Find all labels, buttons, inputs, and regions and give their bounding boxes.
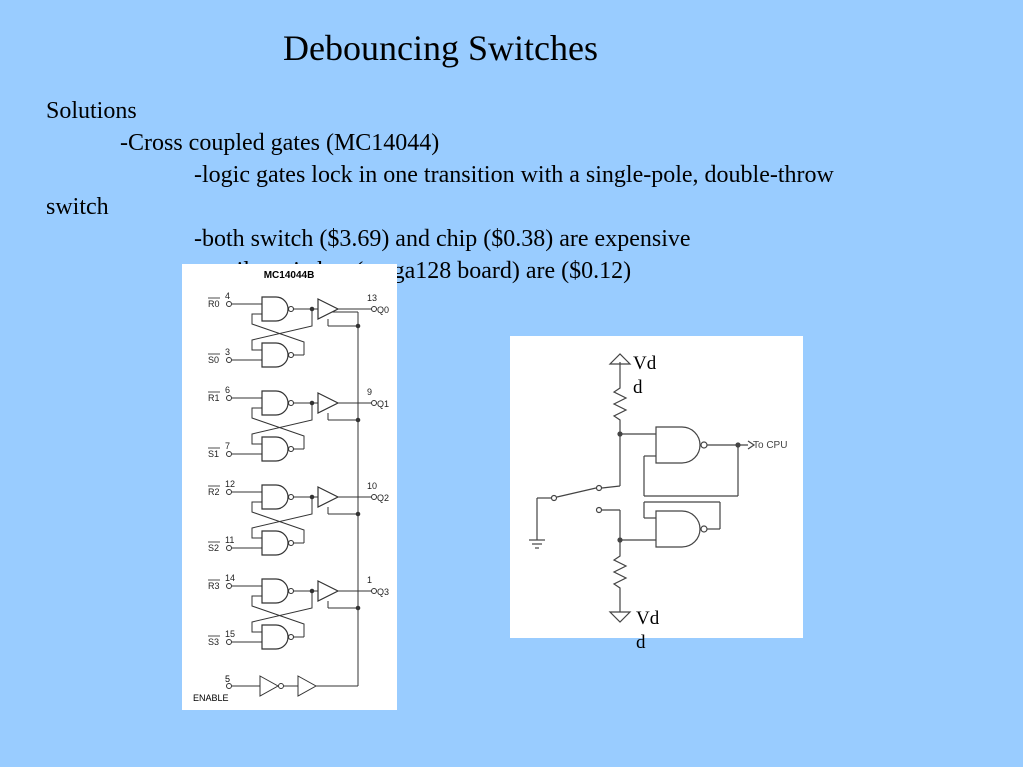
label-s0: S0 <box>208 355 219 365</box>
pin-s2 <box>226 545 232 551</box>
pin-r0 <box>226 301 232 307</box>
pin-number-15: 15 <box>225 629 235 639</box>
vdd-bottom-symbol <box>608 611 632 623</box>
pin-number-10: 10 <box>367 481 377 491</box>
nand-gate-s0 <box>261 342 295 368</box>
pin-number-7: 7 <box>225 441 230 451</box>
enable-pin-number: 5 <box>225 674 230 684</box>
label-s3: S3 <box>208 637 219 647</box>
pin-r2 <box>226 489 232 495</box>
pin-number-9: 9 <box>367 387 372 397</box>
pin-r3 <box>226 583 232 589</box>
bullet-logic-gates: -logic gates lock in one transition with… <box>194 162 834 188</box>
nand-gate-s1 <box>261 436 295 462</box>
nand-gate-top <box>655 426 701 464</box>
bullet-logic-gates-wrap: switch <box>46 194 109 220</box>
pin-s0 <box>226 357 232 363</box>
vdd-label-bottom: Vdd <box>636 608 660 653</box>
label-r3: R3 <box>208 581 220 591</box>
vdd-label-top: Vdd <box>633 353 657 398</box>
nand-gate-r0 <box>261 296 295 322</box>
debounce-circuit-diagram: To CPU <box>510 336 803 638</box>
nand-gate-r1 <box>261 390 295 416</box>
chip-part-number: MC14044B <box>264 270 315 281</box>
output-buffer-2 <box>317 486 339 508</box>
pin-number-14: 14 <box>225 573 235 583</box>
label-r1: R1 <box>208 393 220 403</box>
pin-q0 <box>371 306 377 312</box>
pin-r1 <box>226 395 232 401</box>
label-q1: Q1 <box>377 399 389 409</box>
pullup-resistor-top <box>612 384 628 434</box>
pin-s3 <box>226 639 232 645</box>
nand-gate-s3 <box>261 624 295 650</box>
nand-gate-bottom <box>655 510 701 548</box>
nand-gate-r2 <box>261 484 295 510</box>
label-q3: Q3 <box>377 587 389 597</box>
pin-q2 <box>371 494 377 500</box>
switch-common <box>550 494 558 502</box>
pin-number-12: 12 <box>225 479 235 489</box>
pullup-resistor-bottom <box>612 540 628 612</box>
nand-gate-r3 <box>261 578 295 604</box>
pin-number-4: 4 <box>225 291 230 301</box>
pin-number-6: 6 <box>225 385 230 395</box>
page-title: Debouncing Switches <box>283 28 598 68</box>
pin-q1 <box>371 400 377 406</box>
output-buffer-0 <box>317 298 339 320</box>
label-s1: S1 <box>208 449 219 459</box>
pin-s1 <box>226 451 232 457</box>
bullet-cross-coupled: -Cross coupled gates (MC14044) <box>120 130 440 156</box>
output-buffer-3 <box>317 580 339 602</box>
nand-gate-s2 <box>261 530 295 556</box>
pin-number-11: 11 <box>225 535 234 545</box>
pin-number-3: 3 <box>225 347 230 357</box>
pin-number-13: 13 <box>367 293 377 303</box>
label-r0: R0 <box>208 299 220 309</box>
output-buffer-1 <box>317 392 339 414</box>
label-q0: Q0 <box>377 305 389 315</box>
enable-label: ENABLE <box>193 693 229 703</box>
bullet-expensive: -both switch ($3.69) and chip ($0.38) ar… <box>194 226 691 252</box>
label-q2: Q2 <box>377 493 389 503</box>
label-r2: R2 <box>208 487 220 497</box>
label-s2: S2 <box>208 543 219 553</box>
pin-number-1: 1 <box>367 575 372 585</box>
output-label: To CPU <box>753 440 787 451</box>
pin-q3 <box>371 588 377 594</box>
bullet-solutions: Solutions <box>46 98 137 124</box>
